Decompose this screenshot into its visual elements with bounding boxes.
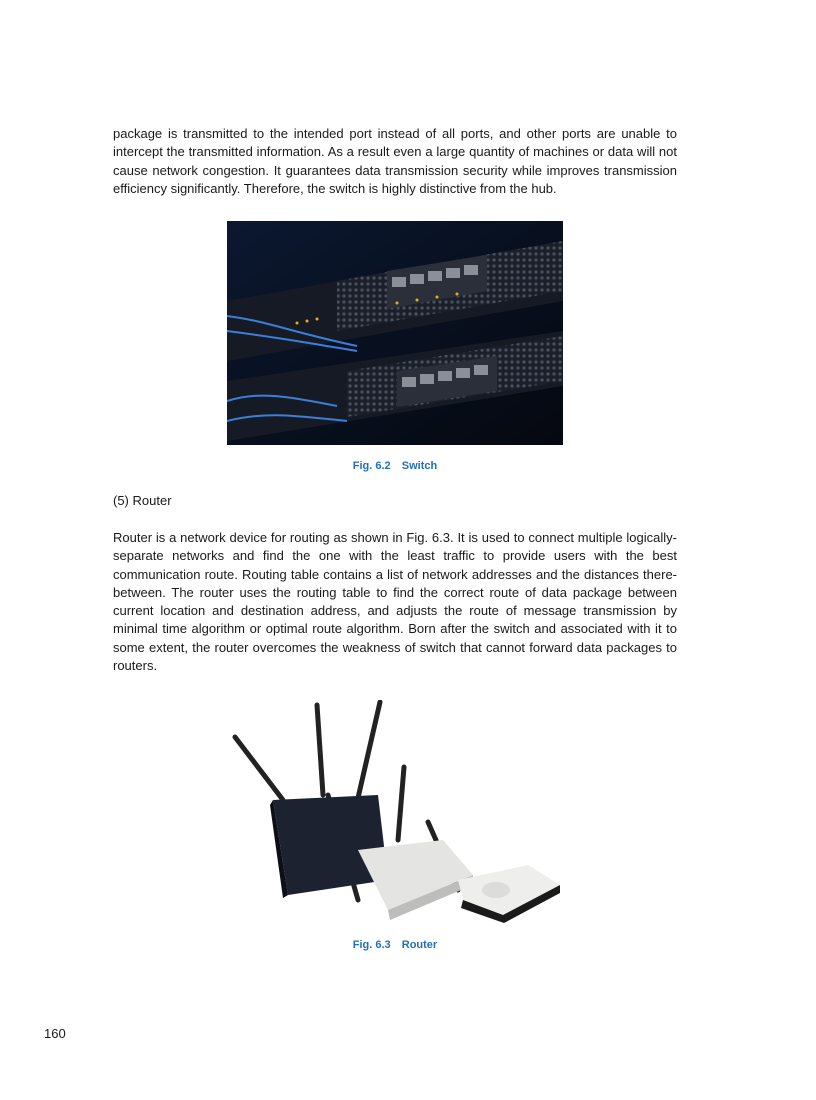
figure-title: Router xyxy=(401,939,438,951)
figure-caption-router: Fig. 6.3 Router xyxy=(0,939,790,951)
figure-caption-switch: Fig. 6.2 Switch xyxy=(0,460,790,472)
section-heading: (5) Router xyxy=(113,493,172,508)
figure-number: Fig. 6.3 xyxy=(352,939,391,951)
page-number: 160 xyxy=(44,1026,66,1041)
figure-number: Fig. 6.2 xyxy=(352,460,391,472)
figure-title: Switch xyxy=(401,460,438,472)
paragraph-switch: package is transmitted to the intended p… xyxy=(113,126,677,196)
switch-photo xyxy=(227,221,563,445)
router-photo xyxy=(232,700,560,923)
paragraph-router: Router is a network device for routing a… xyxy=(113,530,677,674)
